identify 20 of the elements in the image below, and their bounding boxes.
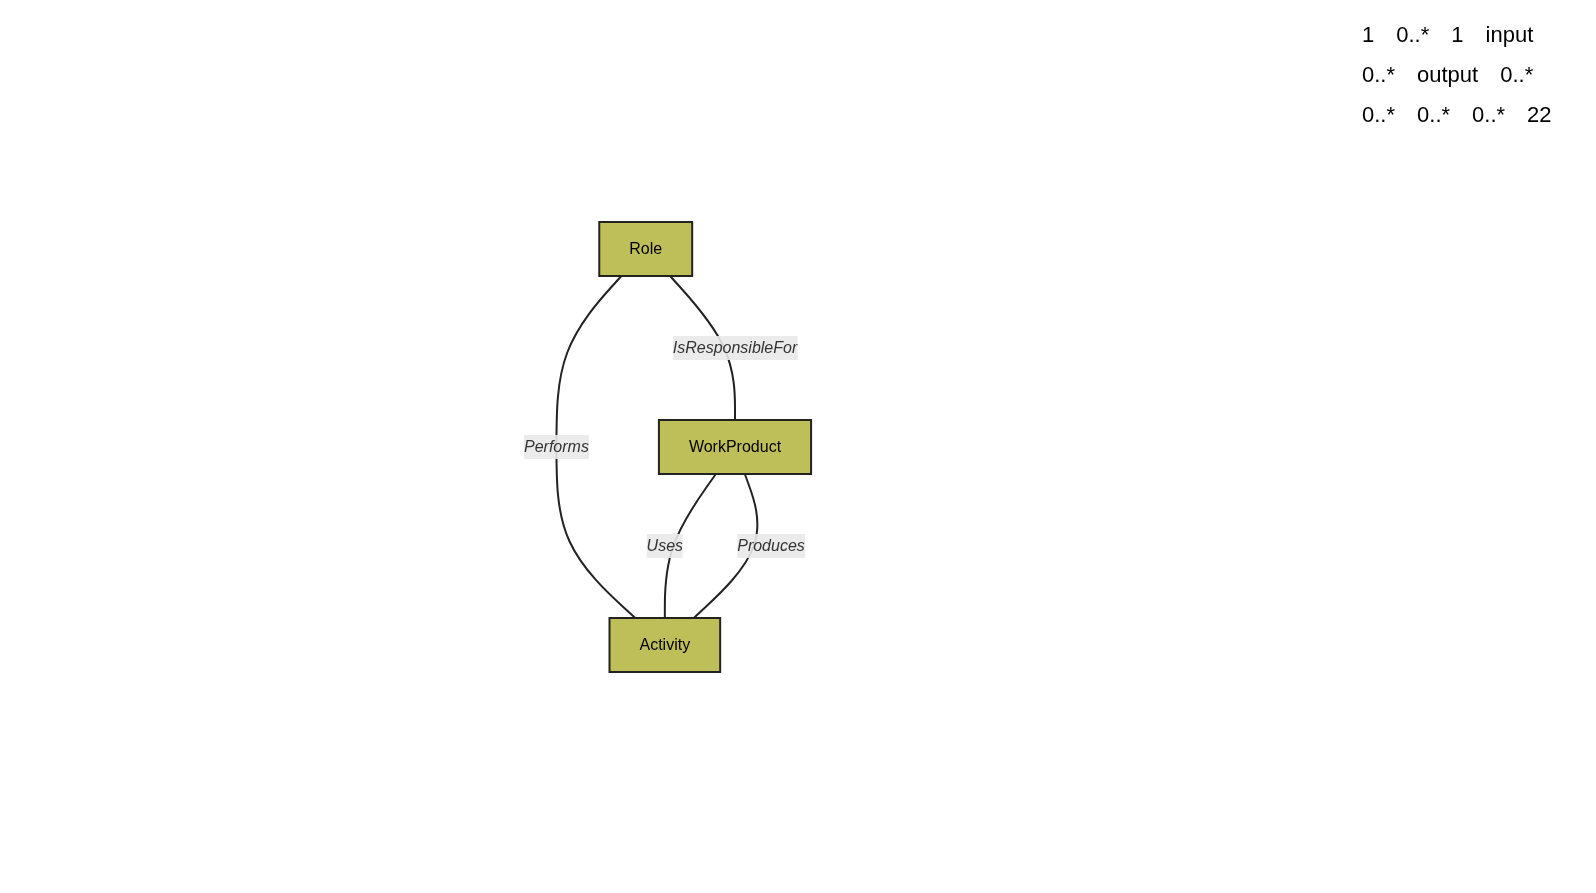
edge-label: IsResponsibleFor [673,338,798,356]
multiplicity-label: 0..* [1471,101,1507,129]
multiplicity-label: 1 [1450,21,1465,49]
multiplicity-label: 0..* [1416,101,1452,129]
edge-label: Uses [647,536,684,554]
connector [693,472,759,619]
multiplicity-label: output [1416,61,1480,89]
edge-label: Produces [737,536,806,554]
multiplicity-label: 0..* [1395,21,1431,49]
connector [555,274,637,619]
node-box: Activity [608,616,722,673]
multiplicity-label: 0..* [1361,101,1397,129]
multiplicity-label: 0..* [1361,61,1397,89]
multiplicity-label: 22 [1526,101,1553,129]
node-box: WorkProduct [658,418,813,475]
multiplicity-label: 0..* [1499,61,1535,89]
node-box: Role [598,220,694,277]
multiplicity-label: 1 [1361,21,1376,49]
multiplicity-label: input [1484,21,1535,49]
edge-label: Performs [524,437,590,455]
